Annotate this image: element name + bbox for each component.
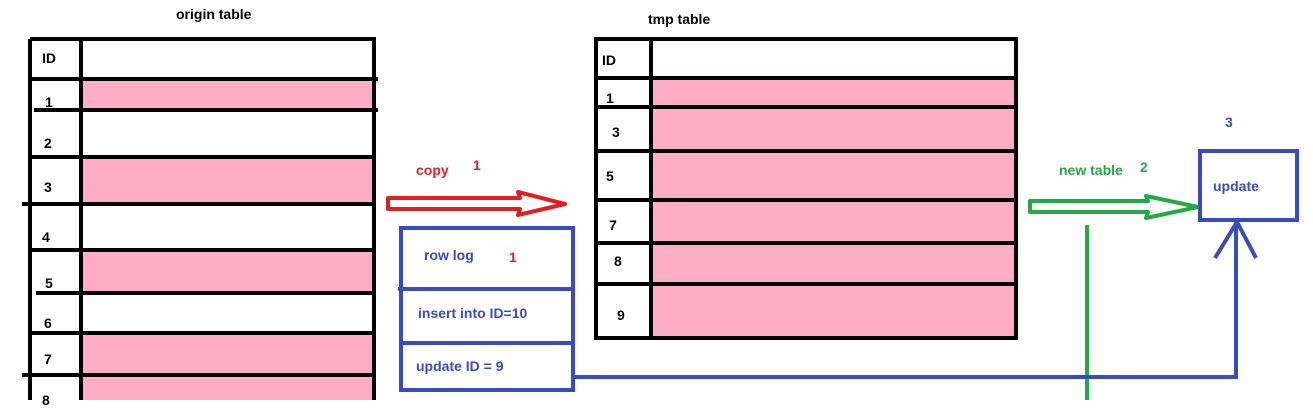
origin-row-label: 2 — [44, 135, 52, 151]
copy-step-number: 1 — [473, 157, 481, 173]
new-table-arrow — [1028, 194, 1200, 220]
origin-row-label: 1 — [45, 94, 53, 110]
tmp-row-label: 8 — [614, 253, 622, 269]
update-label: update — [1213, 178, 1259, 194]
tmp-row-7-fill — [652, 201, 1015, 242]
tmp-row-label: 1 — [606, 90, 614, 106]
copy-arrow — [386, 190, 567, 217]
new-table-step-number: 2 — [1140, 159, 1148, 175]
origin-row-label: 8 — [42, 392, 50, 408]
update-connector-arrowhead — [1213, 217, 1258, 260]
update-step-number: 3 — [1225, 114, 1233, 130]
tmp-row-3-fill — [652, 108, 1015, 150]
tmp-table-title: tmp table — [648, 11, 711, 27]
new-table-label: new table — [1059, 162, 1123, 178]
rowlog-step-number: 1 — [509, 249, 517, 265]
tmp-row-8-fill — [652, 244, 1015, 283]
rowlog-title: row log — [424, 247, 474, 263]
tmp-row-9-fill — [652, 285, 1015, 336]
origin-row-label: 3 — [44, 179, 52, 195]
update-connector-line — [573, 223, 1238, 379]
tmp-row-5-fill — [652, 152, 1015, 199]
origin-row-label: 7 — [44, 351, 52, 367]
origin-row-label: 6 — [44, 315, 52, 331]
origin-row-5-fill — [82, 251, 374, 293]
tmp-row-label: 3 — [612, 124, 620, 140]
origin-row-7-fill — [82, 334, 374, 374]
origin-row-3-fill — [82, 158, 374, 203]
origin-table — [22, 37, 378, 400]
origin-row-1-fill — [82, 80, 374, 110]
copy-label: copy — [416, 162, 449, 178]
tmp-row-label: 7 — [609, 217, 617, 233]
tmp-row-label: 5 — [606, 168, 614, 184]
origin-id-header: ID — [42, 50, 56, 66]
update-box — [1198, 149, 1299, 222]
rowlog-entry: insert into ID=10 — [418, 305, 528, 321]
rowlog-entry: update ID = 9 — [416, 358, 504, 374]
tmp-id-header: ID — [602, 52, 616, 68]
origin-row-label: 4 — [42, 229, 50, 245]
origin-row-8-fill — [82, 376, 374, 400]
rowlog-box — [398, 226, 575, 392]
tmp-row-1-fill — [652, 80, 1015, 107]
tmp-table — [594, 37, 1018, 340]
tmp-row-label: 9 — [617, 307, 625, 323]
origin-table-title: origin table — [176, 6, 252, 22]
origin-row-label: 5 — [45, 275, 53, 291]
